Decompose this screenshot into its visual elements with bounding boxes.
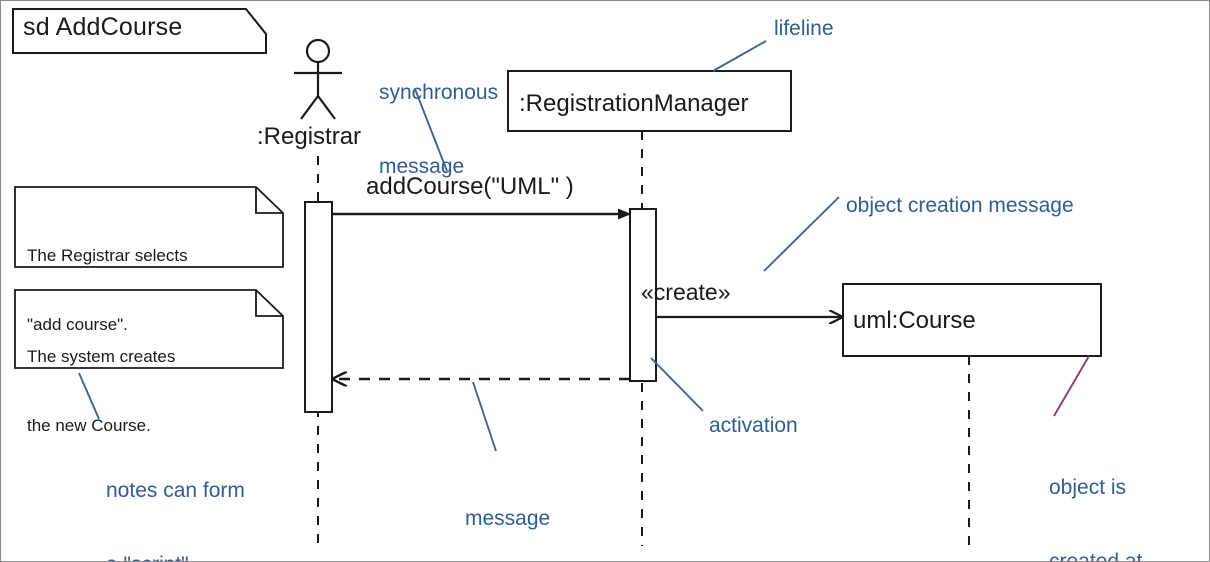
leader-line-synchronous-message [414,88,448,172]
annotation-lifeline: lifeline [774,17,834,40]
leader-line-object-creation-message [763,196,840,272]
note-1 [14,186,284,268]
activation-registration-manager [629,208,657,382]
participant-name-registration-manager: :RegistrationManager [519,90,749,117]
actor-registrar-icon [294,38,342,120]
message-label-add-course: addCourse("UML" ) [366,173,574,200]
message-label-create: «create» [641,279,731,305]
annotation-notes-script-line-2: a "script" [106,553,245,561]
note-1-line-1: The Registrar selects [27,245,188,265]
note-2-line-1: The system creates [27,346,176,366]
annotation-message-return: message return [465,457,551,561]
activation-registrar [304,201,333,413]
leader-line-activation [650,357,704,412]
leader-line-notes-script [78,372,100,420]
participant-name-registrar: :Registrar [257,123,362,150]
object-box-registration-manager [507,70,792,132]
note-2-line-2: the new Course. [27,415,151,435]
annotation-synchronous-message-line-1: synchronous [379,80,499,104]
leader-line-lifeline [712,40,767,72]
note-2-text: The system creates the new Course. [27,300,175,484]
annotation-object-creation-message: object creation message [846,194,1074,217]
annotation-message-return-line-1: message [465,506,551,530]
frame-label-pentagon [12,8,267,54]
note-1-line-2: "add course". [27,314,128,334]
note-2 [14,289,284,369]
participant-name-course: uml:Course [853,307,976,334]
leader-line-message-return [472,381,497,452]
annotation-activation: activation [709,414,798,437]
frame-label: sd AddCourse [23,13,183,41]
leader-line-object-created [1053,355,1090,417]
annotation-object-created-line-2: created at [1049,549,1143,562]
annotation-synchronous-message-line-2: message [379,154,465,178]
note-1-text: The Registrar selects "add course". [27,199,188,383]
annotation-notes-script-line-1: notes can form [106,478,245,502]
annotation-object-created-line-1: object is [1049,475,1127,499]
annotation-notes-script: notes can form a "script" describing the… [106,429,245,561]
annotation-object-created: object is created at this point [1049,426,1143,562]
annotation-synchronous-message: synchronous message [379,31,498,229]
